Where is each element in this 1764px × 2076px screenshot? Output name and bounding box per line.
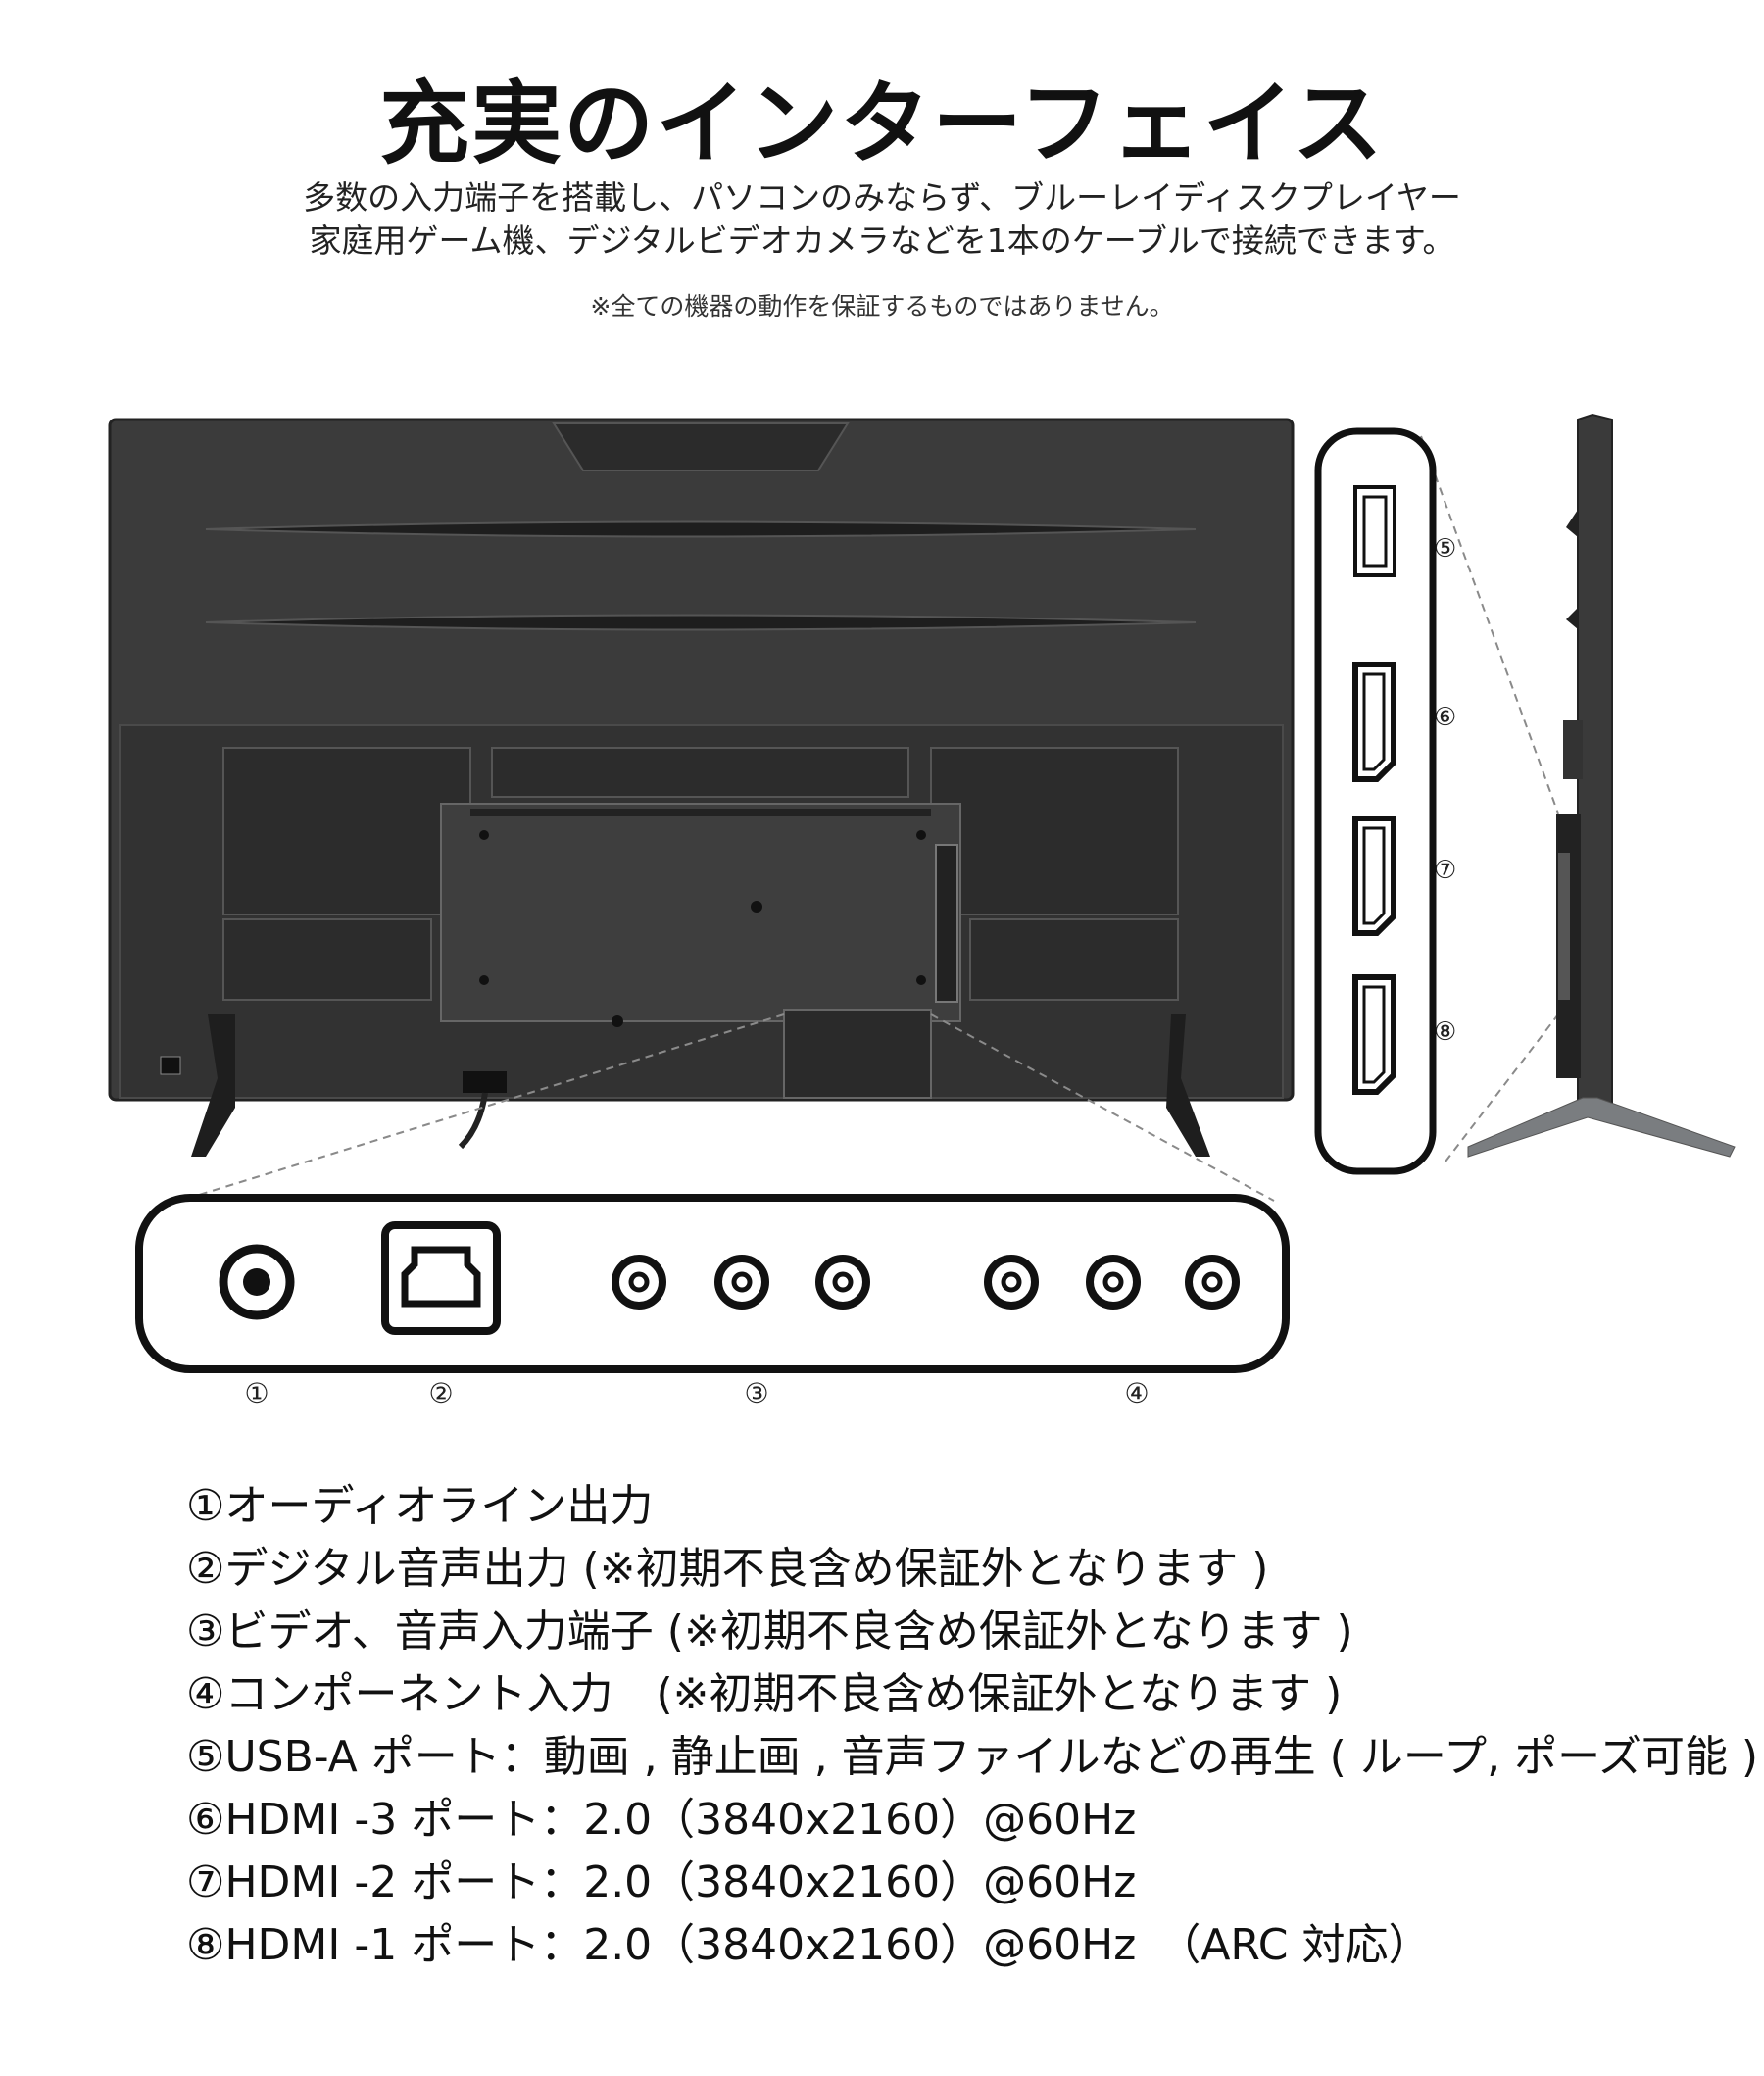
description-line-2: 家庭用ゲーム機、デジタルビデオカメラなどを1本のケーブルで接続できます。 bbox=[309, 222, 1455, 260]
description-line-1: 多数の入力端子を搭載し、パソコンのみならず、ブルーレイディスクプレイヤー bbox=[303, 178, 1461, 217]
port-item-7: ⑦HDMI -2 ポート：2.0（3840x2160）@60Hz bbox=[186, 1857, 1137, 1907]
callout-8: ⑧ bbox=[1434, 1017, 1457, 1047]
port-item-5: ⑤USB-A ポート：動画 , 静止画 , 音声ファイルなどの再生 ( ループ,… bbox=[186, 1732, 1759, 1782]
callout-1: ① bbox=[244, 1377, 270, 1409]
av-input-jacks-icon bbox=[612, 1255, 870, 1310]
bottom-port-panel bbox=[135, 1194, 1290, 1373]
component-input-jacks-icon bbox=[984, 1255, 1240, 1310]
hdmi-1-port-icon bbox=[1352, 974, 1396, 1095]
port-item-1: ①オーディオライン出力 bbox=[186, 1481, 654, 1531]
side-port-panel bbox=[1314, 427, 1437, 1175]
callout-7: ⑦ bbox=[1434, 856, 1457, 885]
disclaimer-note: ※全ての機器の動作を保証するものではありません。 bbox=[590, 292, 1174, 321]
port-list: ①オーディオライン出力 ②デジタル音声出力 (※初期不良含め保証外となります )… bbox=[186, 1475, 1758, 1977]
port-item-8: ⑧HDMI -1 ポート：2.0（3840x2160）@60Hz （ARC 対応… bbox=[186, 1920, 1432, 1970]
callout-3: ③ bbox=[744, 1377, 769, 1409]
port-item-3: ③ビデオ、音声入力端子 (※初期不良含め保証外となります ) bbox=[186, 1606, 1353, 1656]
port-item-2: ②デジタル音声出力 (※初期不良含め保証外となります ) bbox=[186, 1544, 1269, 1594]
tv-side-view bbox=[1467, 413, 1736, 1158]
callout-4: ④ bbox=[1124, 1377, 1150, 1409]
callout-lines bbox=[195, 435, 1559, 1202]
port-item-6: ⑥HDMI -3 ポート：2.0（3840x2160）@60Hz bbox=[186, 1795, 1137, 1845]
hdmi-3-port-icon bbox=[1352, 662, 1396, 782]
hdmi-2-port-icon bbox=[1352, 816, 1396, 936]
audio-out-jack-icon bbox=[219, 1244, 295, 1320]
optical-out-port-icon bbox=[381, 1221, 501, 1335]
callout-6: ⑥ bbox=[1434, 703, 1457, 732]
tv-back-view bbox=[108, 418, 1295, 1157]
callout-2: ② bbox=[428, 1377, 454, 1409]
usb-port-icon bbox=[1353, 485, 1396, 577]
port-item-4: ④コンポーネント入力 (※初期不良含め保証外となります ) bbox=[186, 1669, 1343, 1719]
callout-5: ⑤ bbox=[1434, 534, 1457, 564]
page-title: 充実のインターフェイス bbox=[379, 72, 1385, 176]
